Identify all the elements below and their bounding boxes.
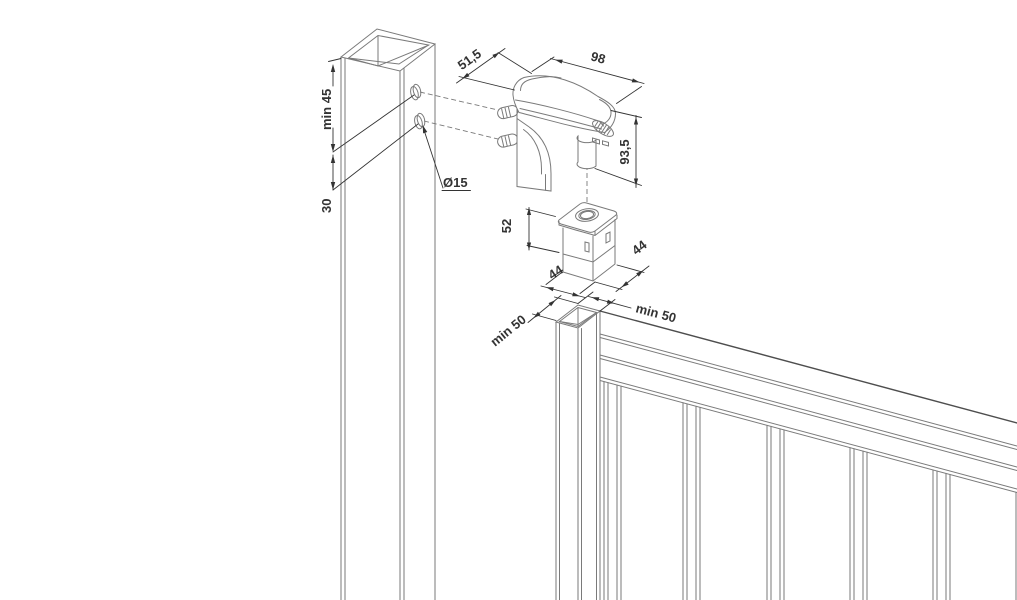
rail-top-front-edge (599, 333, 1017, 450)
post-vertical-edges (340, 43, 436, 600)
min50-right-arrow-right (606, 299, 615, 304)
dim44-front-arrow-left (546, 287, 554, 292)
gate-frame (554, 304, 1017, 600)
diameter-arrow (422, 125, 428, 134)
dim93-arrow-bottom (633, 178, 639, 186)
min50-left-label: min 50 (487, 312, 528, 350)
min45-label: min 45 (319, 89, 334, 130)
keeper-body-seam (562, 245, 616, 263)
slot-outer (416, 112, 426, 128)
keeper-body-edges (562, 219, 616, 282)
rail-groove-edge (599, 354, 1017, 471)
min50-right-extension-lines (577, 291, 616, 312)
dim44-side-arrow-left (621, 281, 629, 288)
min50-right-arrow-left (591, 297, 600, 302)
keeper-hole-outer (575, 208, 599, 222)
post (339, 28, 437, 600)
post-dimensions: min 45 30 Ø15 (319, 58, 471, 213)
pin-threads (501, 135, 512, 148)
dashed-line-upper-pin (419, 91, 501, 111)
dim98-arrow-left (555, 59, 563, 64)
dim51-extension-lines (458, 52, 532, 91)
latch-grip-texture (592, 120, 614, 137)
dim44-front-extension-lines (545, 272, 596, 294)
dim93-label: 93,5 (617, 139, 632, 164)
dim51-arrow-left (462, 72, 470, 79)
picket-5 (932, 469, 951, 600)
pin-threads (501, 106, 512, 119)
keeper-plate-thickness (558, 214, 618, 237)
latch-underside-details (592, 137, 609, 147)
latch-mounting-bracket (516, 101, 552, 192)
dim44-side-extension-lines (594, 264, 645, 290)
min45-top-extension (328, 58, 342, 62)
latch-lower-pin (497, 133, 519, 148)
rail-top-back-edge (599, 310, 1017, 424)
post-interior-edges (348, 35, 430, 67)
dim51-arrow-right (492, 52, 500, 59)
stile-vertical-edges (555, 310, 601, 600)
dim98-arrow-right (631, 78, 640, 83)
dim98-label: 98 (589, 49, 607, 67)
dim44-side-arrow-right (636, 270, 644, 277)
slot-outer (412, 83, 422, 99)
dim98-extension-lines (531, 56, 642, 104)
min50-left-arrow-top (548, 300, 556, 307)
dim51-label: 51,5 (455, 46, 484, 73)
bracket-fillet-line (523, 129, 542, 175)
keeper-hole-inner (579, 210, 595, 220)
dim52-arrow-top (526, 207, 532, 215)
lower-slot-leader (332, 123, 419, 191)
dim52-arrow-bottom (526, 242, 532, 250)
slot-inner (410, 86, 419, 101)
dim98-line (550, 58, 645, 84)
min45-arrow-top (330, 64, 336, 72)
pin-body (497, 133, 519, 148)
picket-2 (682, 402, 701, 600)
dim30-label: 30 (319, 199, 334, 213)
dim44-front-arrow-right (572, 292, 580, 297)
grip-stripes (594, 121, 611, 136)
post-lower-slot (414, 112, 426, 130)
gate-pickets (603, 381, 1017, 600)
stile-interior-edges (559, 307, 597, 328)
picket-1 (603, 381, 622, 600)
latch-drop-bolt (576, 134, 597, 170)
keeper-face-slots (584, 231, 611, 253)
picket-4 (849, 447, 868, 600)
dim30-arrow-bottom (330, 182, 336, 190)
picket-3 (766, 424, 785, 600)
min50-left-arrow-bottom (533, 311, 541, 319)
min45-arrow-bottom (330, 144, 336, 152)
rail-bottom-edge (599, 376, 1017, 493)
post-upper-slot (410, 83, 422, 101)
diameter-label: Ø15 (443, 175, 468, 190)
diameter-leader (422, 126, 444, 189)
latch-head-right-bevel (599, 99, 612, 125)
keeper-top-plate (557, 202, 618, 233)
grip-oval (592, 120, 614, 137)
dashed-line-lower-pin (423, 120, 501, 140)
latch-head-left-bevel (520, 76, 562, 91)
dim93-arrow-top (633, 117, 639, 125)
dim30-arrow-top (330, 155, 336, 163)
keeper-hole-mid (578, 209, 596, 221)
dim44-side-label: 44 (629, 237, 650, 258)
slot-inner (414, 115, 423, 130)
dim52-extension-lines (525, 208, 560, 253)
dim52-label: 52 (499, 219, 514, 233)
upper-slot-leader (332, 94, 415, 153)
keeper (557, 202, 618, 282)
keeper-hole (575, 208, 599, 222)
latch (497, 75, 617, 192)
dim44-side-line (615, 265, 650, 292)
min50-left-line (527, 295, 562, 323)
